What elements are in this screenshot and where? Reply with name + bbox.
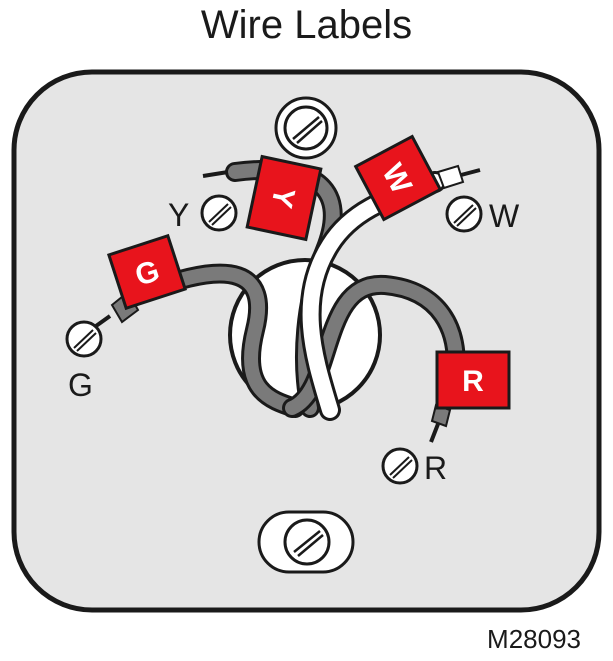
- terminal-screw-g: [65, 320, 103, 358]
- g-tag: G: [106, 233, 188, 311]
- terminal-screw-r: [381, 447, 419, 485]
- top-mounting-screw: [274, 96, 338, 160]
- diagram-title: Wire Labels: [200, 3, 413, 47]
- terminal-label-r: R: [424, 450, 447, 486]
- terminal-label-g: G: [68, 367, 93, 403]
- y-tag: Y: [245, 154, 323, 242]
- w-tag: W: [353, 134, 443, 222]
- terminal-screw-y: [200, 194, 238, 232]
- terminal-screw-w: [445, 195, 483, 233]
- terminal-label-y: Y: [168, 197, 189, 233]
- r-tag: R: [435, 350, 511, 410]
- r-tag-label: R: [462, 365, 484, 398]
- figure-code: M28093: [487, 624, 581, 654]
- bottom-mounting-screw: [257, 510, 355, 574]
- terminal-label-w: W: [489, 198, 520, 234]
